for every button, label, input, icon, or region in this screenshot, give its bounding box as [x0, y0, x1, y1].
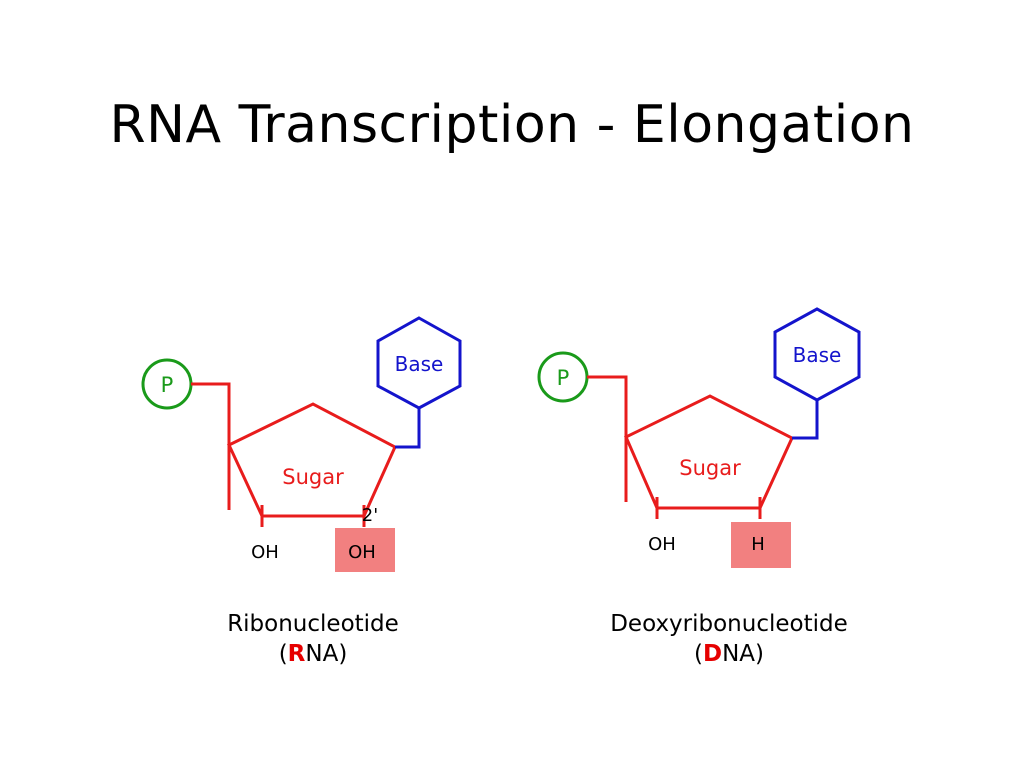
dna-2prime-h-highlight	[731, 522, 791, 568]
rna-2prime-oh: OH	[348, 542, 376, 563]
rna-sugar-ring	[227, 402, 397, 518]
rna-base-hexagon	[376, 316, 462, 410]
rna-caption-name: Ribonucleotide	[227, 611, 399, 637]
rna-caption-rest: NA)	[305, 641, 348, 667]
rna-phosphate-linker	[191, 382, 231, 510]
rna-base-label: Base	[395, 352, 444, 376]
rna-caption-abbrev: (RNA)	[153, 639, 473, 669]
dna-caption: Deoxyribonucleotide (DNA)	[569, 609, 889, 669]
rna-2prime-oh-highlight	[335, 528, 395, 572]
dna-caption-abbrev: (DNA)	[569, 639, 889, 669]
ribonucleotide-diagram: P Sugar Base 2' OH OH	[141, 316, 462, 572]
dna-base-label: Base	[793, 343, 842, 367]
rna-caption-open: (	[278, 641, 288, 667]
dna-phosphate-label: P	[557, 366, 570, 390]
rna-caption: Ribonucleotide (RNA)	[153, 609, 473, 669]
deoxyribonucleotide-diagram: P Sugar Base OH H	[537, 307, 861, 568]
rna-phosphate-label: P	[161, 373, 174, 397]
dna-3prime-oh: OH	[648, 534, 676, 555]
slide-title: RNA Transcription - Elongation	[109, 95, 915, 155]
rna-2prime-label: 2'	[362, 505, 378, 526]
dna-sugar-ring	[624, 394, 794, 510]
rna-sugar-label: Sugar	[282, 465, 344, 489]
dna-phosphate-linker	[587, 375, 628, 502]
dna-caption-letter: D	[702, 641, 723, 667]
rna-base-linker	[395, 408, 421, 449]
dna-caption-open: (	[694, 641, 703, 667]
dna-base-hexagon	[773, 307, 861, 402]
dna-caption-name: Deoxyribonucleotide	[610, 611, 848, 637]
dna-caption-rest: NA)	[722, 641, 764, 667]
rna-caption-letter: R	[287, 641, 306, 667]
dna-base-linker	[792, 400, 819, 440]
dna-sugar-label: Sugar	[679, 456, 741, 480]
dna-2prime-h: H	[751, 534, 765, 555]
rna-3prime-oh: OH	[251, 542, 279, 563]
